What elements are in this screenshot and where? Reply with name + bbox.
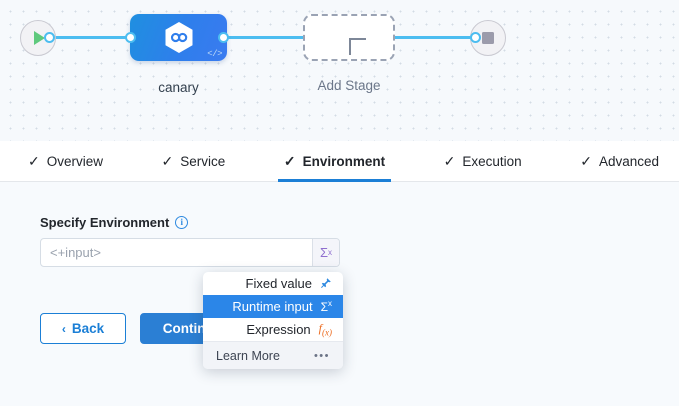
play-icon	[34, 31, 45, 45]
check-icon: ✓	[28, 153, 40, 169]
stage-node-canary[interactable]: </>	[130, 14, 227, 61]
tab-service[interactable]: ✓ Service	[156, 141, 232, 181]
menu-item-label: Runtime input	[232, 299, 313, 314]
field-label-text: Specify Environment	[40, 215, 170, 230]
tab-advanced[interactable]: ✓ Advanced	[574, 141, 665, 181]
port-canary-in[interactable]	[125, 32, 136, 43]
menu-item-label: Fixed value	[245, 276, 312, 291]
pipeline-end-node[interactable]	[470, 20, 506, 56]
check-icon: ✓	[580, 153, 592, 169]
tab-label: Service	[180, 153, 226, 169]
check-icon: ✓	[443, 153, 456, 169]
more-options-icon: •••	[313, 349, 330, 362]
back-label: Back	[71, 321, 105, 336]
tab-label: Overview	[46, 153, 103, 169]
menu-item-label: Expression	[246, 322, 311, 337]
port-canary-out[interactable]	[218, 32, 229, 43]
environment-input[interactable]	[41, 239, 312, 266]
stage-config-tabbar: ✓ Overview ✓ Service ✓ Environment ✓ Exe…	[0, 141, 679, 182]
menu-item-fixed-value[interactable]: Fixed value	[203, 272, 343, 295]
chevron-left-icon: ‹	[61, 321, 66, 336]
check-icon: ✓	[161, 153, 174, 169]
stop-icon	[482, 32, 494, 44]
port-end-in[interactable]	[470, 32, 481, 43]
info-icon[interactable]: i	[175, 216, 189, 229]
pipeline-start-node[interactable]	[20, 20, 56, 56]
menu-footer-learn-more[interactable]: Learn More •••	[203, 341, 343, 369]
learn-more-label: Learn More	[216, 348, 280, 363]
code-badge-icon: </>	[207, 49, 222, 59]
stage-label-canary: canary	[158, 80, 199, 95]
harness-hexagon-icon	[164, 21, 194, 54]
back-button[interactable]: ‹ Back	[40, 313, 126, 344]
input-type-dropdown-menu[interactable]: Fixed value Runtime input Σx Expression …	[203, 272, 343, 369]
add-stage-node[interactable]	[303, 14, 395, 61]
connector-start-to-canary	[48, 36, 138, 39]
tab-overview[interactable]: ✓ Overview	[22, 141, 109, 181]
pipeline-canvas[interactable]: </> canary Add Stage	[0, 0, 679, 141]
check-icon: ✓	[283, 153, 296, 169]
sigma-sup: x	[328, 248, 333, 257]
tab-label: Advanced	[598, 153, 659, 169]
fx-icon: f(x)	[318, 320, 332, 338]
tab-execution[interactable]: ✓ Execution	[438, 141, 528, 181]
port-start-out[interactable]	[44, 32, 55, 43]
sigma-glyph: Σ	[319, 245, 329, 260]
tab-label: Environment	[302, 153, 386, 169]
environment-input-row[interactable]: Σx	[40, 238, 340, 267]
add-stage-label: Add Stage	[317, 78, 381, 93]
specify-environment-label: Specify Environment i	[40, 215, 189, 230]
tab-label: Execution	[462, 153, 522, 169]
sigma-icon: Σx	[320, 299, 332, 314]
pin-icon	[320, 277, 332, 291]
connector-canary-to-addstage	[222, 36, 310, 39]
menu-item-expression[interactable]: Expression f(x)	[203, 318, 343, 341]
tab-environment[interactable]: ✓ Environment	[277, 141, 392, 182]
connector-addstage-to-end	[392, 36, 476, 39]
menu-item-runtime-input[interactable]: Runtime input Σx	[203, 295, 343, 318]
